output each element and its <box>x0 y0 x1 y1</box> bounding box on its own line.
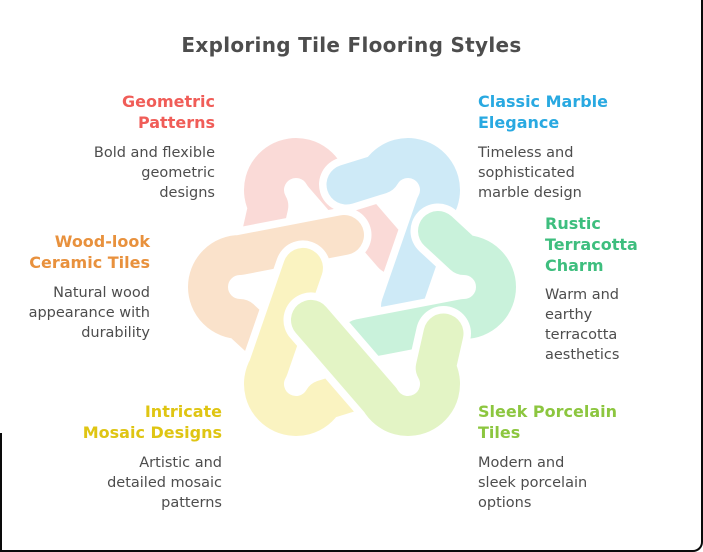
section-intricate-mosaic-designs: Intricate Mosaic Designs Artistic and de… <box>47 402 222 513</box>
window-border-left <box>0 433 2 552</box>
section-geometric-patterns: Geometric Patterns Bold and flexible geo… <box>65 92 215 203</box>
section-heading: Geometric Patterns <box>121 92 215 132</box>
section-body: Warm and earthy terracotta aesthetics <box>545 287 620 364</box>
section-classic-marble-elegance: Classic Marble Elegance Timeless and sop… <box>478 92 638 203</box>
section-wood-look-ceramic-tiles: Wood-look Ceramic Tiles Natural wood app… <box>5 232 150 343</box>
section-rustic-terracotta-charm: Rustic Terracotta Charm Warm and earthy … <box>545 214 665 365</box>
section-body: Modern and sleek porcelain options <box>478 454 588 511</box>
page-title: Exploring Tile Flooring Styles <box>181 33 522 57</box>
section-heading: Rustic Terracotta Charm <box>545 214 638 275</box>
section-body: Timeless and sophisticated marble design <box>478 144 582 201</box>
section-body: Artistic and detailed mosaic patterns <box>107 454 222 511</box>
section-body: Natural wood appearance with durability <box>28 284 150 341</box>
section-body: Bold and flexible geometric designs <box>93 144 215 201</box>
section-heading: Sleek Porcelain Tiles <box>478 402 618 442</box>
section-heading: Wood-look Ceramic Tiles <box>29 232 150 272</box>
section-heading: Intricate Mosaic Designs <box>82 402 222 442</box>
section-heading: Classic Marble Elegance <box>478 92 609 132</box>
section-sleek-porcelain-tiles: Sleek Porcelain Tiles Modern and sleek p… <box>478 402 648 513</box>
